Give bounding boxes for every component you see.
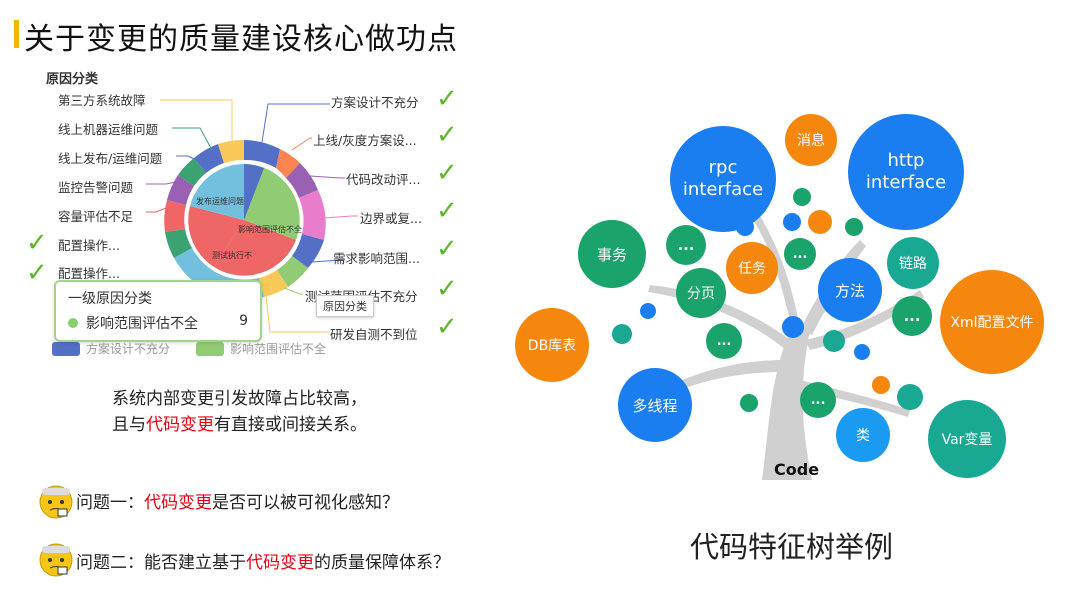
outer-segment [299,190,326,240]
ellipsis-node: ... [800,382,836,418]
rpc-interface-node: rpc interface [670,126,776,232]
legend-label: 影响范围评估不全 [230,342,327,356]
cause-label-right: 代码改动评... [346,172,421,187]
cause-label-right: 上线/灰度方案设... [313,133,417,148]
outer-segment [286,163,318,198]
small-dot [854,344,870,360]
small-dot [872,376,890,394]
legend-swatch [52,342,80,356]
cause-label-left: 配置操作... [58,238,120,253]
ellipsis-node: ... [666,225,706,265]
outer-segment [194,144,224,173]
title-accent-bar [14,20,19,48]
cause-label-left: 配置操作... [58,266,120,281]
db-table-node: DB库表 [515,308,589,382]
small-dot [793,188,811,206]
cause-label-left: 线上发布/运维问题 [58,151,163,166]
small-dot [740,394,758,412]
small-dot [612,324,632,344]
cause-label-right: 研发自测不到位 [330,327,418,342]
cause-label-right: 需求影响范围... [333,251,420,266]
inner-segment [190,164,244,220]
question-2: 问题二：能否建立基于代码变更的质量保障体系？ [76,553,450,573]
outer-segment [259,270,288,297]
tooltip-value: 9 [239,313,248,329]
cause-label-left: 第三方系统故障 [58,93,146,108]
outer-segment [244,140,280,168]
outer-segment [276,149,300,178]
check-icon: ✓ [26,258,48,288]
highlight-text: 代码变更 [146,415,214,435]
small-dot [897,384,923,410]
tooltip-series-name: 影响范围评估不全 [86,316,198,332]
highlight-text: 代码变更 [144,493,212,513]
body-line-1: 系统内部变更引发故障占比较高， [112,389,367,409]
outer-segment [165,229,192,258]
code-root-label: Code [774,460,820,479]
page-title: 关于变更的质量建设核心做功点 [24,22,458,57]
xml-config-node: Xml配置文件 [940,270,1044,374]
ellipsis-node: ... [706,323,742,359]
inner-segment [214,220,296,276]
small-dot [640,303,656,319]
inner-label: 测试执行不 [212,250,252,260]
small-dot [845,218,863,236]
check-icon: ✓ [436,158,458,188]
check-icon: ✓ [436,84,458,114]
outer-segment [277,256,308,287]
link-node: 链路 [887,237,939,289]
tree-caption: 代码特征树举例 [690,530,894,564]
small-dot [808,210,832,234]
check-icon: ✓ [436,120,458,150]
cause-donut-chart: 发布运维问题 影响范围评估不全 测试执行不 [146,99,358,333]
message-node: 消息 [785,114,837,166]
small-dot [782,316,804,338]
small-dot [783,213,801,231]
thinking-face-icon [39,485,73,519]
cause-label-right: 方案设计不充分 [331,95,419,110]
body-line-2: 且与代码变更有直接或间接关系。 [112,415,367,435]
highlight-text: 代码变更 [246,553,314,573]
thinking-face-icon [39,543,73,577]
pagination-node: 分页 [676,268,726,318]
inner-segment [244,164,264,220]
legend-label: 方案设计不充分 [86,342,171,356]
tooltip-dot-icon [68,318,78,328]
transaction-node: 事务 [578,220,646,288]
cause-label-right: 边界或复... [360,211,422,226]
outer-segment [218,139,244,163]
check-icon: ✓ [436,274,458,304]
http-interface-node: http interface [848,114,964,230]
outer-segment [164,200,186,232]
inner-label: 发布运维问题 [196,196,244,206]
outer-segment [178,158,206,186]
method-node: 方法 [818,258,882,322]
class-node: 类 [836,408,890,462]
inner-segment [188,206,244,267]
task-node: 任务 [726,242,778,294]
check-icon: ✓ [436,312,458,342]
tooltip-title: 一级原因分类 [68,291,152,307]
outer-segment [292,234,324,268]
check-icon: ✓ [436,234,458,264]
cause-label-left: 容量评估不足 [58,209,134,224]
chart-tooltip: 一级原因分类 影响范围评估不全 9 [54,280,262,342]
small-dot [823,330,845,352]
variable-node: Var变量 [928,400,1006,478]
cause-label-left: 监控告警问题 [58,180,134,195]
legend-swatch [196,342,224,356]
check-icon: ✓ [436,196,458,226]
ellipsis-node: ... [784,238,816,270]
ellipsis-node: ... [892,296,932,336]
check-icon: ✓ [26,228,48,258]
cause-label-left: 线上机器运维问题 [58,122,159,137]
mini-tooltip: 原因分类 [316,295,374,317]
chart-section-label: 原因分类 [46,72,99,87]
question-1: 问题一：代码变更是否可以被可视化感知？ [76,493,399,513]
multithread-node: 多线程 [618,368,692,442]
inner-label: 影响范围评估不全 [238,224,302,234]
small-dot [736,218,754,236]
